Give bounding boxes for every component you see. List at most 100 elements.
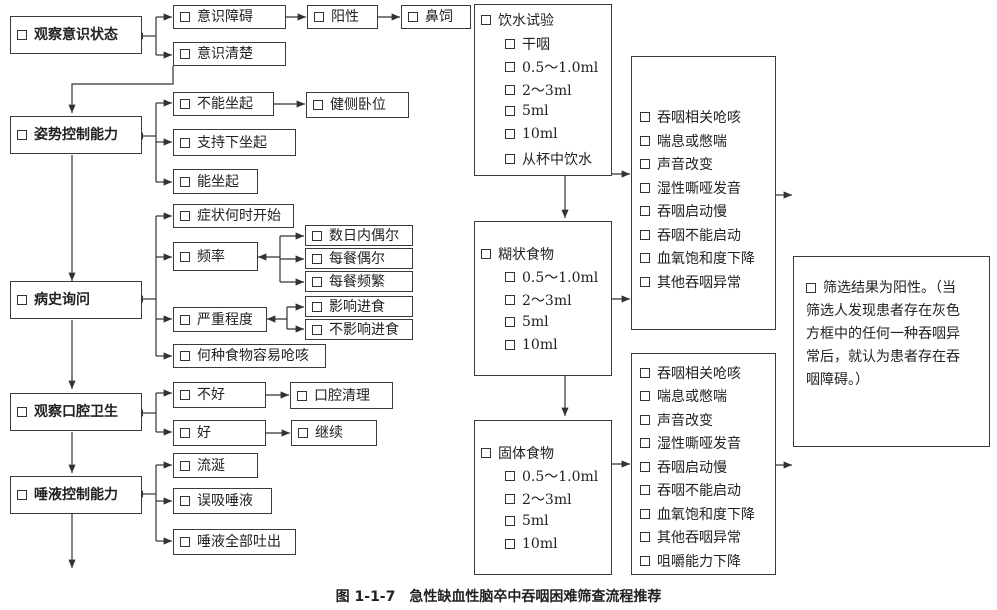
checkbox-icon[interactable] — [17, 295, 27, 305]
checkbox-icon[interactable] — [505, 295, 515, 305]
node-supported-sitting: 支持下坐起 — [173, 129, 296, 156]
sign-item: 吞咽相关呛咳 — [640, 363, 741, 383]
checkbox-icon[interactable] — [180, 99, 190, 109]
checkbox-icon[interactable] — [640, 112, 650, 122]
node-sev-option: 不影响进食 — [305, 319, 413, 340]
checkbox-icon[interactable] — [640, 277, 650, 287]
node-which-food: 何种食物容易呛咳 — [173, 344, 326, 368]
checkbox-icon[interactable] — [640, 462, 650, 472]
checkbox-icon[interactable] — [298, 428, 308, 438]
checkbox-icon[interactable] — [640, 509, 650, 519]
node-freq-option: 每餐偶尔 — [305, 248, 413, 269]
checkbox-icon[interactable] — [312, 230, 322, 241]
water-test-item: 2～3ml — [505, 80, 572, 100]
solid-food-item: 0.5～1.0ml — [505, 466, 598, 486]
sign-item: 喘息或憋喘 — [640, 386, 727, 406]
water-test-item: 10ml — [505, 126, 558, 142]
checkbox-icon[interactable] — [180, 176, 190, 187]
paste-food-title: 糊状食物 — [481, 244, 554, 264]
checkbox-icon[interactable] — [505, 272, 515, 282]
checkbox-icon[interactable] — [640, 206, 650, 216]
checkbox-icon[interactable] — [312, 301, 322, 312]
checkbox-icon[interactable] — [640, 183, 650, 193]
checkbox-icon[interactable] — [180, 496, 190, 506]
category-saliva: 唾液控制能力 — [10, 476, 142, 514]
checkbox-icon[interactable] — [180, 12, 190, 22]
checkbox-icon[interactable] — [505, 471, 515, 481]
checkbox-icon[interactable] — [180, 137, 190, 148]
checkbox-icon[interactable] — [312, 324, 322, 335]
checkbox-icon[interactable] — [180, 49, 190, 59]
water-test-item: 5ml — [505, 103, 549, 119]
checkbox-icon[interactable] — [481, 448, 491, 458]
sign-item: 吞咽启动慢 — [640, 457, 727, 477]
checkbox-icon[interactable] — [640, 136, 650, 146]
checkbox-icon[interactable] — [640, 438, 650, 448]
checkbox-icon[interactable] — [408, 12, 418, 22]
checkbox-icon[interactable] — [505, 85, 515, 95]
water-test-item: 从杯中饮水 — [505, 149, 592, 169]
checkbox-icon[interactable] — [640, 253, 650, 263]
checkbox-icon[interactable] — [505, 129, 515, 139]
checkbox-icon[interactable] — [640, 556, 650, 566]
checkbox-icon[interactable] — [640, 391, 650, 401]
checkbox-icon[interactable] — [505, 494, 515, 504]
checkbox-icon[interactable] — [505, 62, 515, 72]
solid-food-title: 固体食物 — [481, 443, 554, 463]
checkbox-icon[interactable] — [180, 537, 190, 547]
checkbox-icon[interactable] — [297, 390, 307, 401]
checkbox-icon[interactable] — [505, 106, 515, 116]
result-note-line: 咽障碍。） — [806, 372, 869, 388]
checkbox-icon[interactable] — [640, 415, 650, 425]
checkbox-icon[interactable] — [505, 340, 515, 350]
figure-caption: 图 1-1-7 急性缺血性脑卒中吞咽困难筛查流程推荐 — [335, 589, 662, 605]
checkbox-icon[interactable] — [505, 539, 515, 549]
checkbox-icon[interactable] — [180, 390, 190, 400]
checkbox-icon[interactable] — [505, 516, 515, 526]
checkbox-icon[interactable] — [640, 230, 650, 240]
checkbox-icon[interactable] — [314, 12, 324, 22]
node-saliva-spit: 唾液全部吐出 — [173, 529, 296, 555]
category-oral-hygiene: 观察口腔卫生 — [10, 393, 142, 431]
checkbox-icon[interactable] — [640, 532, 650, 542]
checkbox-icon[interactable] — [180, 314, 190, 325]
checkbox-icon[interactable] — [640, 368, 650, 378]
checkbox-icon[interactable] — [180, 351, 190, 361]
checkbox-icon[interactable] — [17, 130, 27, 140]
solid-food-item: 2～3ml — [505, 489, 572, 509]
node-frequency: 频率 — [173, 242, 258, 271]
sign-item: 湿性嘶哑发音 — [640, 433, 741, 453]
checkbox-icon[interactable] — [806, 283, 816, 293]
sign-item: 血氧饱和度下降 — [640, 248, 755, 268]
checkbox-icon[interactable] — [505, 154, 515, 164]
result-note-line: 方框中的任何一种吞咽异 — [806, 326, 960, 342]
node-can-sit: 能坐起 — [173, 169, 258, 194]
checkbox-icon[interactable] — [180, 251, 190, 262]
category-posture: 姿势控制能力 — [10, 116, 142, 154]
checkbox-icon[interactable] — [481, 249, 491, 259]
checkbox-icon[interactable] — [180, 460, 190, 471]
category-consciousness: 观察意识状态 — [10, 16, 142, 54]
checkbox-icon[interactable] — [312, 276, 322, 287]
node-freq-option: 数日内偶尔 — [305, 225, 413, 246]
abnormal-signs-panel-1: 吞咽相关呛咳 喘息或憋喘 声音改变 湿性嘶哑发音 吞咽启动慢 吞咽不能启动 血氧… — [631, 56, 776, 330]
checkbox-icon[interactable] — [481, 15, 491, 25]
checkbox-icon[interactable] — [505, 317, 515, 327]
checkbox-icon[interactable] — [180, 211, 190, 221]
checkbox-icon[interactable] — [640, 159, 650, 169]
sign-item: 声音改变 — [640, 410, 713, 430]
checkbox-icon[interactable] — [312, 253, 322, 264]
checkbox-icon[interactable] — [17, 490, 27, 500]
category-history: 病史询问 — [10, 281, 142, 319]
node-impaired-consciousness: 意识障碍 — [173, 5, 286, 29]
checkbox-icon[interactable] — [313, 100, 323, 110]
checkbox-icon[interactable] — [505, 39, 515, 49]
checkbox-icon[interactable] — [17, 407, 27, 417]
node-positive: 阳性 — [307, 5, 378, 29]
checkbox-icon[interactable] — [640, 485, 650, 495]
checkbox-icon[interactable] — [180, 428, 190, 438]
node-sev-option: 影响进食 — [305, 296, 413, 317]
solid-food-item: 10ml — [505, 536, 558, 552]
checkbox-icon[interactable] — [17, 30, 27, 40]
node-nasal-feeding: 鼻饲 — [401, 5, 471, 29]
